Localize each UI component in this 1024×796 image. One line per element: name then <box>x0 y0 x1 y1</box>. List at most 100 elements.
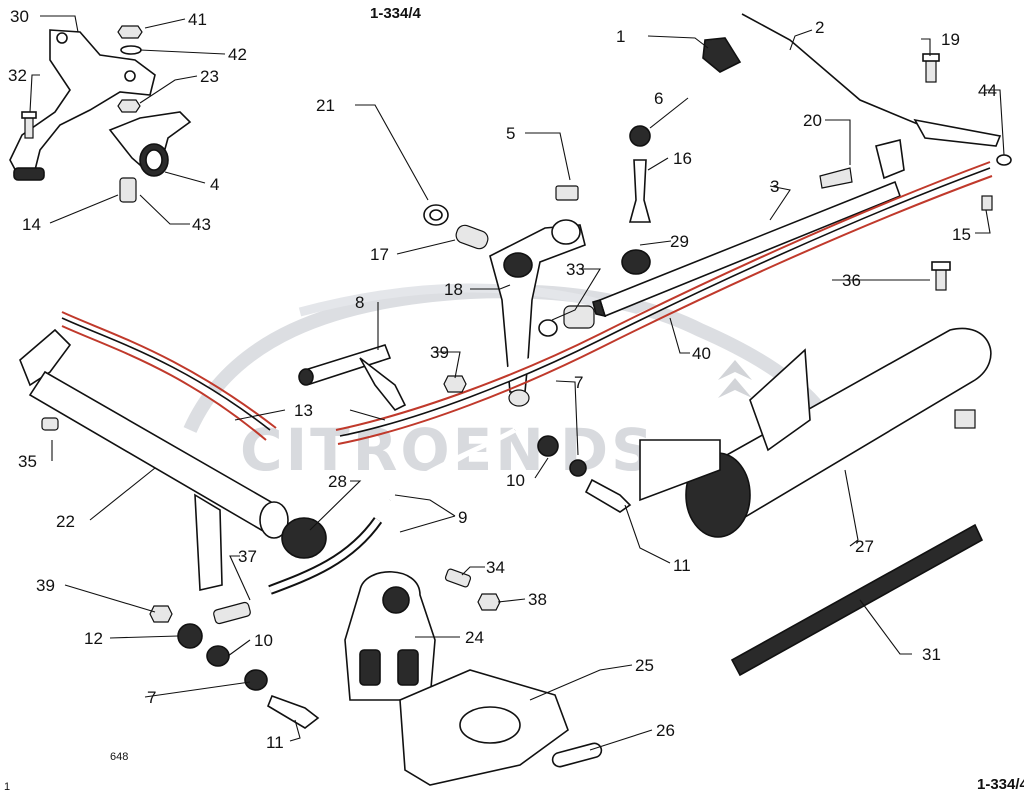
part-34-bolt <box>444 568 472 588</box>
part-27-housing <box>639 327 992 538</box>
part-12-bush <box>177 623 203 649</box>
callout-5: 5 <box>506 124 515 143</box>
callout-41: 41 <box>188 10 207 29</box>
part-29-clamp <box>621 249 651 275</box>
callout-14: 14 <box>22 215 41 234</box>
callout-24: 24 <box>465 628 484 647</box>
part-11-bolt-lower <box>267 694 320 729</box>
callout-32: 32 <box>8 66 27 85</box>
part-36-bolt <box>931 261 951 291</box>
watermark: CITROEN DS <box>183 283 826 484</box>
callout-36: 36 <box>842 271 861 290</box>
callout-23: 23 <box>200 67 219 86</box>
part-42-washer <box>120 45 142 55</box>
callout-22: 22 <box>56 512 75 531</box>
callout-38: 38 <box>528 590 547 609</box>
part-41-nut <box>117 25 143 39</box>
callout-28: 28 <box>328 472 347 491</box>
part-18-lever <box>489 219 586 407</box>
part-26-strap <box>551 742 603 768</box>
callout-35: 35 <box>18 452 37 471</box>
part-30-bellcrank <box>9 29 156 181</box>
part-7-bush-lower <box>244 669 268 691</box>
callout-9: 9 <box>458 508 467 527</box>
callout-39-lower: 39 <box>36 576 55 595</box>
part-16-stud <box>628 159 652 223</box>
part-33-spring <box>538 305 595 337</box>
part-32-bolt <box>21 111 37 139</box>
part-10-bush-lower <box>206 645 230 667</box>
callout-21: 21 <box>316 96 335 115</box>
watermark-brand: CITROEN <box>240 416 547 484</box>
callout-8: 8 <box>355 293 364 312</box>
callout-16: 16 <box>673 149 692 168</box>
part-14-spacer <box>119 177 137 203</box>
part-31-seal-strip <box>730 523 984 677</box>
part-11-bolt-upper <box>584 478 632 513</box>
callout-31: 31 <box>922 645 941 664</box>
bottom-reference: 1-334/4 <box>977 776 1024 793</box>
callout-43: 43 <box>192 215 211 234</box>
part-2-rod <box>741 13 1002 147</box>
part-4-lever <box>108 111 192 177</box>
part-8-pin <box>298 344 407 412</box>
callout-10-lower: 10 <box>254 631 273 650</box>
callout-7-upper: 7 <box>574 373 583 392</box>
callout-11-lower: 11 <box>266 733 284 752</box>
part-5-castle-nut <box>555 185 579 201</box>
part-6-ball <box>629 125 651 147</box>
callout-1: 1 <box>616 27 625 46</box>
callout-20: 20 <box>803 111 822 130</box>
callout-29: 29 <box>670 232 689 251</box>
callout-15: 15 <box>952 225 971 244</box>
callout-13: 13 <box>294 401 313 420</box>
callout-11-upper: 11 <box>673 556 691 575</box>
callout-2: 2 <box>815 18 824 37</box>
part-37-spring <box>213 601 251 625</box>
part-21-ring <box>423 204 449 226</box>
part-44-washer <box>996 154 1012 166</box>
part-24-bracket <box>344 571 436 701</box>
part-19-bolt <box>922 53 940 83</box>
callout-44: 44 <box>978 81 997 100</box>
callout-40: 40 <box>692 344 711 363</box>
part-25-mounting-plate <box>399 669 569 786</box>
part-35-bolt <box>41 417 59 431</box>
callout-39-upper: 39 <box>430 343 449 362</box>
part-3-tube <box>592 180 902 318</box>
part-1-knob <box>702 37 742 73</box>
part-20-clips <box>819 139 905 189</box>
leader-lines <box>29 15 1005 751</box>
callout-4: 4 <box>210 175 219 194</box>
part-28-rubber-bush <box>281 517 327 559</box>
part-9-link-lower <box>268 517 383 595</box>
callout-18: 18 <box>444 280 463 299</box>
callout-6: 6 <box>654 89 663 108</box>
callout-33: 33 <box>566 260 585 279</box>
callout-26: 26 <box>656 721 675 740</box>
callout-25: 25 <box>635 656 654 675</box>
callout-10-upper: 10 <box>506 471 525 490</box>
callout-12: 12 <box>84 629 103 648</box>
callout-7-lower: 7 <box>147 688 156 707</box>
callout-42: 42 <box>228 45 247 64</box>
part-22-cross-tube <box>19 328 289 591</box>
figure-number: 648 <box>110 751 128 763</box>
part-17-bushing <box>455 224 489 250</box>
part-15-bolt <box>981 195 993 211</box>
part-23-nut <box>117 99 141 113</box>
callout-27: 27 <box>855 537 874 556</box>
callout-17: 17 <box>370 245 389 264</box>
callout-34: 34 <box>486 558 505 577</box>
callout-3: 3 <box>770 177 779 196</box>
part-38-nut <box>477 593 501 611</box>
part-9-link-upper <box>388 427 517 502</box>
callout-30: 30 <box>10 7 29 26</box>
part-39-nut-lower <box>149 605 173 623</box>
part-39-nut-upper <box>443 375 467 393</box>
callout-37: 37 <box>238 547 257 566</box>
part-7-bush-upper <box>569 459 587 477</box>
page-number: 1 <box>4 781 10 793</box>
part-13-linkage-rod <box>61 161 993 445</box>
